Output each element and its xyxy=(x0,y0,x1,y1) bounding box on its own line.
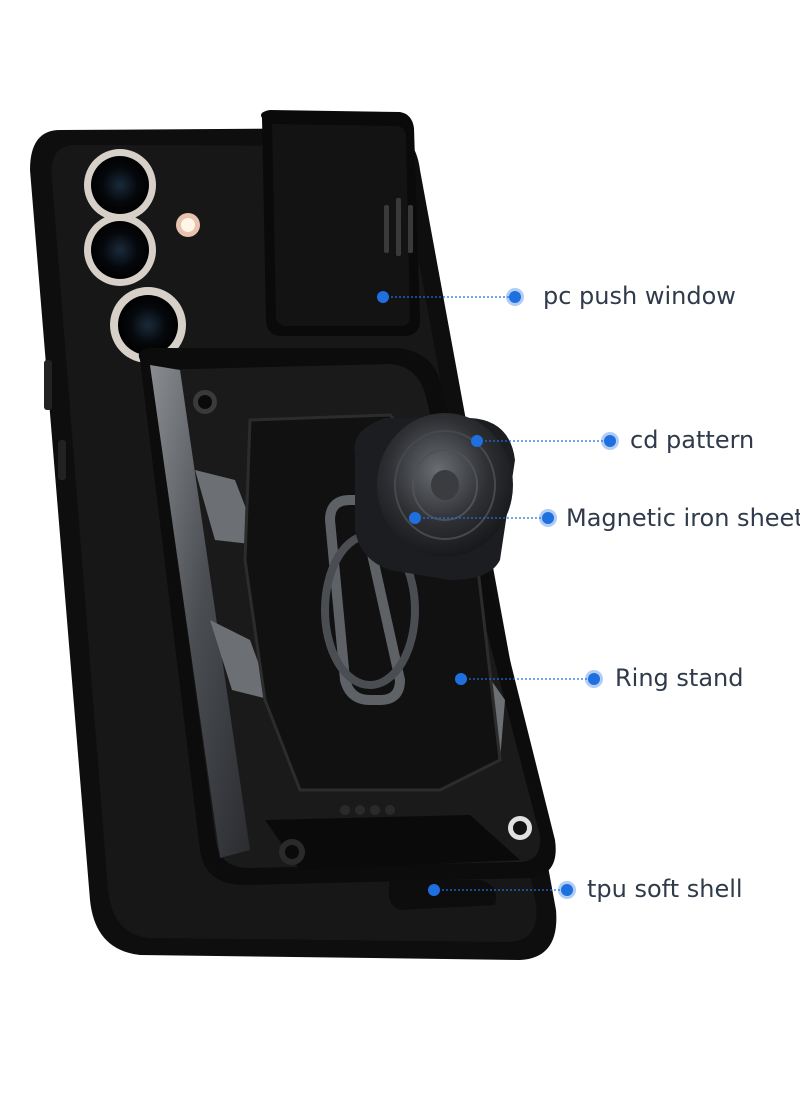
magnetic-disc xyxy=(354,413,515,580)
callout-label-tpu-soft-shell: tpu soft shell xyxy=(587,875,743,903)
push-window-slider xyxy=(261,110,420,336)
callout-label-cd-pattern: cd pattern xyxy=(630,426,755,454)
callout-label-ring-stand: Ring stand xyxy=(615,664,744,692)
camera-lenses xyxy=(84,149,200,363)
tpu-edge xyxy=(388,880,496,910)
callout-label-magnetic-iron-sheet: Magnetic iron sheet xyxy=(566,504,800,532)
callout-label-pc-push-window: pc push window xyxy=(543,282,736,310)
callout-lines xyxy=(383,296,610,891)
callout-dots xyxy=(377,288,619,899)
